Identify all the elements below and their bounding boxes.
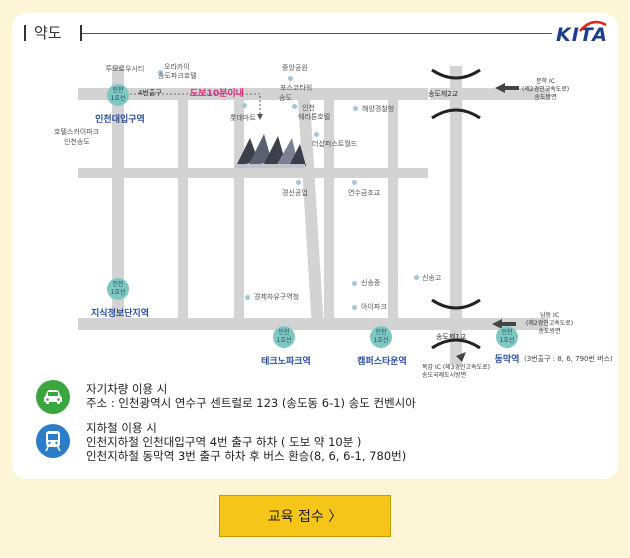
landmark-central-park: 중앙공원 — [282, 64, 308, 72]
road-songdo2: 송도제2교 — [428, 90, 459, 98]
page-title: 약도 — [34, 24, 62, 42]
subway-title: 지하철 이용 시 — [86, 421, 157, 435]
header-divider — [82, 33, 552, 34]
exit-label: 4번출구 — [138, 89, 162, 97]
dongmak-bus-note: (3번출구 : 8, 6, 790번 버스) — [524, 355, 613, 363]
landmark-dot — [288, 76, 293, 81]
ic-munhak: 문학 IC (제2경인고속도로) 송도방면 — [522, 78, 570, 101]
landmark-dot — [314, 132, 319, 137]
landmark-dot — [242, 103, 247, 108]
landmark-kyungsin: 경신공업 — [282, 189, 308, 197]
location-map: 투모로우시티 오라카이 송도파크호텔 중앙공원 포스코타워 송도 롯데마트 인천… — [30, 56, 613, 379]
landmark-haeyang: 해양경찰청 — [362, 105, 395, 113]
landmark-sinsong: 신송중 — [361, 279, 381, 287]
landmark-dot — [353, 106, 358, 111]
landmark-posco-2: 송도 — [279, 94, 292, 102]
landmark-sky-1: 호텔스카이파크 — [54, 128, 100, 136]
ic-namdong: 남동 IC (제2경인고속도로) 송도방면 — [526, 312, 574, 335]
header-bar-right — [80, 25, 82, 41]
kita-logo: KITA — [556, 20, 608, 46]
landmark-dot — [245, 295, 250, 300]
station-technopark: 테크노파크역 — [261, 357, 311, 367]
section-header: 약도 KITA — [24, 20, 608, 46]
map-roads — [78, 66, 550, 364]
subway-icon — [36, 424, 70, 458]
landmark-yeonsu: 연수금조교 — [348, 189, 381, 197]
subway-line2: 인천지하철 동막역 3번 출구 하차 후 버스 환승(8, 6, 6-1, 78… — [86, 449, 407, 463]
station-dongmak: 동막역 — [494, 355, 520, 365]
logo-arc-icon — [579, 20, 607, 32]
walk-label: 도보10분이내 — [190, 89, 244, 99]
road-songdo1: 송도제1교 — [436, 333, 467, 341]
landmark-lotte: 롯데마트 — [230, 114, 256, 122]
register-button[interactable]: 교육 접수 〉 — [219, 495, 391, 537]
landmark-oakwood-1: 오라카이 — [164, 63, 190, 71]
landmark-sheraton-2: 인천 — [302, 104, 315, 112]
header-bar-left — [24, 25, 26, 41]
station-knowledge-complex: 지식정보단지역 — [91, 309, 149, 319]
landmark-dot — [352, 281, 357, 286]
landmark-ftz: 경제자유구역청 — [254, 293, 300, 301]
landmark-posco-1: 포스코타워 — [280, 84, 313, 92]
landmark-sky-2: 인천송도 — [64, 138, 90, 146]
landmark-thesharp: 더샵퍼스트월드 — [312, 140, 358, 148]
landmark-dot — [158, 70, 163, 75]
convention-center-icon — [235, 134, 306, 168]
landmark-dot — [296, 180, 301, 185]
landmark-sheraton-1: 쉐라톤호텔 — [298, 113, 331, 121]
landmark-oakwood-2: 송도파크호텔 — [158, 72, 197, 80]
landmark-dot — [352, 305, 357, 310]
landmark-ipark: 아이파크 — [361, 303, 387, 311]
station-campus-town: 캠퍼스타운역 — [357, 357, 407, 367]
landmark-dot — [414, 275, 419, 280]
landmark-dot — [292, 104, 297, 109]
landmark-tumoro: 투모로우시티 — [105, 65, 145, 73]
landmark-dot — [352, 180, 357, 185]
station-incheon-univ: 인천대입구역 — [95, 115, 145, 125]
logo-text: KITA — [556, 24, 608, 46]
landmark-singo: 신송고 — [422, 274, 442, 282]
car-address: 주소 : 인천광역시 연수구 센트럴로 123 (송도동 6-1) 송도 컨벤시… — [86, 396, 416, 410]
ic-mokgam: 목감 IC (제3경인고속도로) 송도국제도시방면 — [422, 364, 490, 379]
subway-line1: 인천지하철 인천대입구역 4번 출구 하차 ( 도보 약 10분 ) — [86, 435, 362, 449]
car-title: 자기차량 이용 시 — [86, 382, 168, 396]
car-icon — [36, 380, 70, 414]
